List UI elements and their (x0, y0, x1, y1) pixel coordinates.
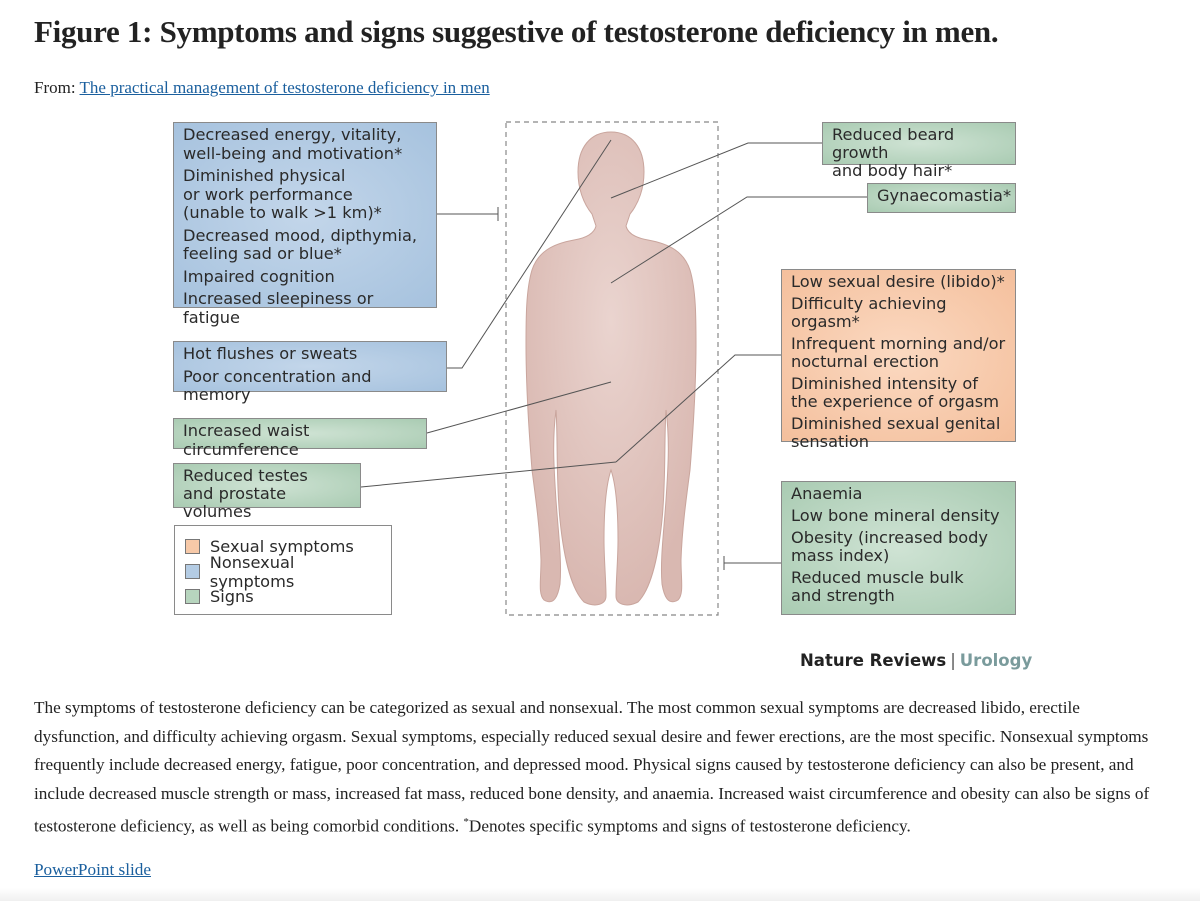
sign-item: Reduced testes and prostate volumes (183, 466, 308, 521)
connector-waist (426, 381, 612, 434)
signs-box: Anaemia Low bone mineral density Obesity… (781, 481, 1016, 615)
source-line: From: The practical management of testos… (34, 78, 490, 98)
symptom-item: Diminished intensity of the experience o… (791, 374, 999, 411)
sign-item: Gynaecomastia* (877, 186, 1012, 205)
symptom-item: Impaired cognition (183, 266, 335, 286)
connector-sexual (615, 354, 781, 463)
waist-box: Increased waist circumference (173, 418, 427, 458)
connector-hot-flushes (447, 139, 612, 369)
symptom-item: Diminished physical or work performance … (183, 166, 382, 222)
symptom-item: Decreased energy, vitality, well-being a… (183, 125, 403, 163)
sign-item: Reduced beard growth and body hair* (832, 125, 955, 180)
legend-label: Sexual symptoms (210, 537, 354, 556)
connector-gynae (610, 196, 867, 284)
symptom-item: Low sexual desire (libido)* (791, 272, 1005, 291)
credit-separator: | (950, 651, 956, 670)
diagram-figure (360, 121, 867, 616)
caption-asterisk: * (463, 816, 469, 829)
connector-testes (360, 461, 617, 488)
legend-label: Signs (210, 587, 254, 606)
sign-item: Reduced muscle bulk and strength (791, 568, 964, 605)
symptom-item: Poor concentration and memory (183, 366, 372, 404)
caption-text: The symptoms of testosterone deficiency … (34, 698, 1150, 837)
hot-flushes-box: Hot flushes or sweats Poor concentration… (173, 341, 447, 404)
gynaecomastia-box: Gynaecomastia* (867, 183, 1016, 213)
figure-title: Figure 1: Symptoms and signs suggestive … (34, 14, 999, 49)
sign-item: Obesity (increased body mass index) (791, 528, 988, 565)
legend-swatch-signs (185, 589, 200, 604)
figure-dashed-frame (505, 121, 719, 616)
legend: Sexual symptoms Nonsexual symptoms Signs (174, 525, 392, 615)
publisher-name: Nature Reviews (800, 651, 947, 670)
body-silhouette (525, 131, 697, 606)
figure-caption: The symptoms of testosterone deficiency … (34, 694, 1169, 842)
sign-item: Anaemia (791, 484, 863, 503)
symptom-item: Diminished sexual genital sensation (791, 414, 1001, 451)
from-label: From: (34, 78, 76, 97)
sign-item: Low bone mineral density (791, 506, 1000, 525)
symptom-item: Decreased mood, dipthymia, feeling sad o… (183, 225, 418, 263)
caption-tail: Denotes specific symptoms and signs of t… (468, 817, 911, 837)
testes-box: Reduced testes and prostate volumes (173, 463, 361, 521)
article-link[interactable]: The practical management of testosterone… (79, 78, 490, 97)
powerpoint-slide-link[interactable]: PowerPoint slide (34, 860, 151, 879)
legend-swatch-sexual (185, 539, 200, 554)
legend-item: Nonsexual symptoms (185, 553, 381, 591)
figure-credit: Nature Reviews|Urology (800, 651, 1032, 670)
sign-item: Increased waist circumference (183, 421, 310, 459)
symptom-item: Infrequent morning and/or nocturnal erec… (791, 334, 1006, 371)
connector-beard (610, 142, 822, 199)
sexual-symptoms-box: Low sexual desire (libido)* Difficulty a… (781, 269, 1016, 451)
symptom-item: Hot flushes or sweats (183, 344, 358, 363)
legend-item: Sexual symptoms (185, 534, 381, 559)
beard-box: Reduced beard growth and body hair* (822, 122, 1016, 180)
page-bottom-fade (0, 888, 1200, 901)
legend-item: Signs (185, 584, 381, 609)
symptom-item: Difficulty achieving orgasm* (791, 294, 947, 331)
legend-swatch-nonsexual (185, 564, 200, 579)
symptom-item: Increased sleepiness or fatigue (183, 289, 374, 327)
nonsexual-symptoms-box: Decreased energy, vitality, well-being a… (173, 122, 437, 326)
legend-label: Nonsexual symptoms (209, 552, 295, 591)
journal-name: Urology (959, 651, 1033, 670)
